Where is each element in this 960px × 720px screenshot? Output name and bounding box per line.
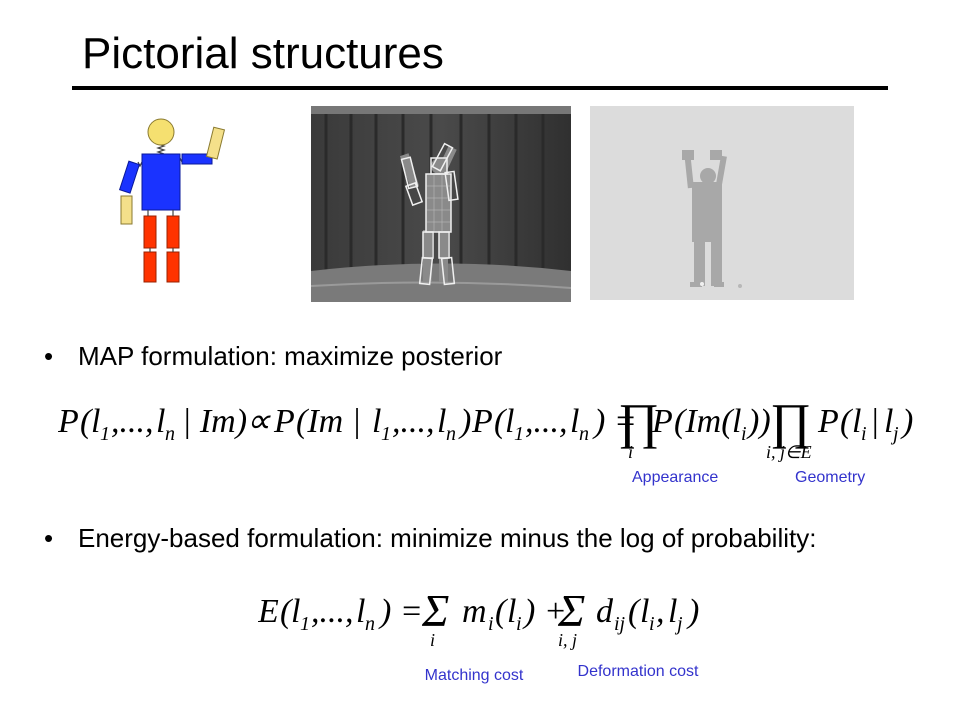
energy-equation: E ( l 1 ,..., l n ) = Σ i m i ( l i ) + …: [258, 585, 699, 650]
svg-text:,: ,: [656, 593, 665, 630]
svg-text:) =: ) =: [378, 593, 423, 630]
svg-text:l: l: [356, 593, 365, 630]
photo-with-fitted-model: [311, 106, 571, 302]
svg-text:n: n: [446, 423, 456, 445]
svg-text:1: 1: [381, 423, 391, 445]
svg-text:m: m: [462, 593, 487, 630]
svg-text:1: 1: [100, 423, 110, 445]
geometry-label: Geometry: [795, 469, 866, 486]
svg-text:,...,: ,...,: [392, 403, 435, 440]
svg-text:(Im |: (Im |: [296, 403, 361, 440]
svg-text:ij: ij: [614, 613, 626, 635]
svg-text:l: l: [505, 403, 514, 440]
bullet-text: MAP formulation: maximize posterior: [78, 341, 503, 371]
deformation-cost-label: Deformation cost: [577, 663, 699, 680]
svg-text:): ): [686, 593, 699, 630]
svg-text:Σ: Σ: [421, 585, 449, 636]
svg-text:i: i: [516, 613, 522, 635]
svg-text:(: (: [628, 593, 642, 630]
slide-title: Pictorial structures: [82, 29, 444, 78]
svg-text:E: E: [258, 593, 279, 630]
svg-text:P: P: [58, 403, 79, 440]
svg-text:1: 1: [300, 613, 310, 635]
svg-text:(: (: [494, 403, 508, 440]
svg-text:∏: ∏: [618, 393, 659, 449]
svg-text:,...,: ,...,: [525, 403, 568, 440]
svg-text:l: l: [668, 593, 677, 630]
svg-text:l: l: [852, 403, 861, 440]
svg-text:i, j: i, j: [558, 630, 577, 650]
svg-text:i: i: [741, 423, 747, 445]
svg-text:,...,: ,...,: [311, 593, 354, 630]
bullet-symbol: •: [44, 523, 54, 553]
svg-text:l: l: [570, 403, 579, 440]
svg-text:|: |: [870, 403, 879, 440]
svg-text:n: n: [579, 423, 589, 445]
svg-text:l: l: [372, 403, 381, 440]
svg-text:P: P: [817, 403, 839, 440]
svg-text:)): )): [746, 403, 771, 440]
map-posterior-equation: P ( l 1 ,..., l n | Im) ∝ P (Im | l 1 ,.…: [58, 393, 913, 462]
svg-text:,...,: ,...,: [111, 403, 154, 440]
svg-text:n: n: [365, 613, 375, 635]
svg-text:): ): [458, 403, 471, 440]
svg-text:∏: ∏: [770, 393, 811, 449]
silhouette-image: [590, 106, 854, 300]
appearance-label: Appearance: [632, 469, 719, 486]
svg-text:l: l: [437, 403, 446, 440]
svg-text:i: i: [861, 423, 867, 445]
svg-text:i: i: [488, 613, 494, 635]
svg-text:d: d: [596, 593, 614, 630]
svg-text:(: (: [80, 403, 94, 440]
matching-cost-label: Matching cost: [424, 667, 524, 684]
svg-text:) +: ) +: [522, 593, 567, 630]
svg-text:j: j: [890, 423, 899, 445]
svg-text:(: (: [280, 593, 294, 630]
svg-text:i: i: [430, 630, 435, 650]
svg-text:j: j: [674, 613, 683, 635]
svg-text:l: l: [91, 403, 100, 440]
part-model-figure: [110, 110, 240, 285]
svg-text:(: (: [840, 403, 854, 440]
svg-text:1: 1: [514, 423, 524, 445]
svg-text:l: l: [156, 403, 165, 440]
svg-text:∝: ∝: [246, 403, 271, 440]
svg-text:l: l: [732, 403, 741, 440]
svg-text:P: P: [471, 403, 493, 440]
svg-text:i: i: [628, 442, 633, 462]
svg-text:Σ: Σ: [557, 585, 585, 636]
svg-text:n: n: [165, 423, 175, 445]
bullet-text: Energy-based formulation: minimize minus…: [78, 523, 817, 553]
svg-text:l: l: [884, 403, 893, 440]
svg-text:i: i: [649, 613, 655, 635]
svg-text:): ): [900, 403, 913, 440]
svg-text:l: l: [291, 593, 300, 630]
svg-text:| Im): | Im): [182, 403, 247, 440]
bullet-symbol: •: [44, 341, 54, 371]
svg-text:i, j∈E: i, j∈E: [766, 442, 812, 462]
svg-text:(: (: [495, 593, 509, 630]
svg-text:P: P: [273, 403, 295, 440]
svg-text:l: l: [507, 593, 516, 630]
svg-text:l: l: [640, 593, 649, 630]
svg-text:(Im(: (Im(: [674, 403, 735, 440]
title-underline: [72, 86, 888, 90]
svg-text:P: P: [651, 403, 673, 440]
svg-text:) =: ) =: [592, 403, 637, 440]
